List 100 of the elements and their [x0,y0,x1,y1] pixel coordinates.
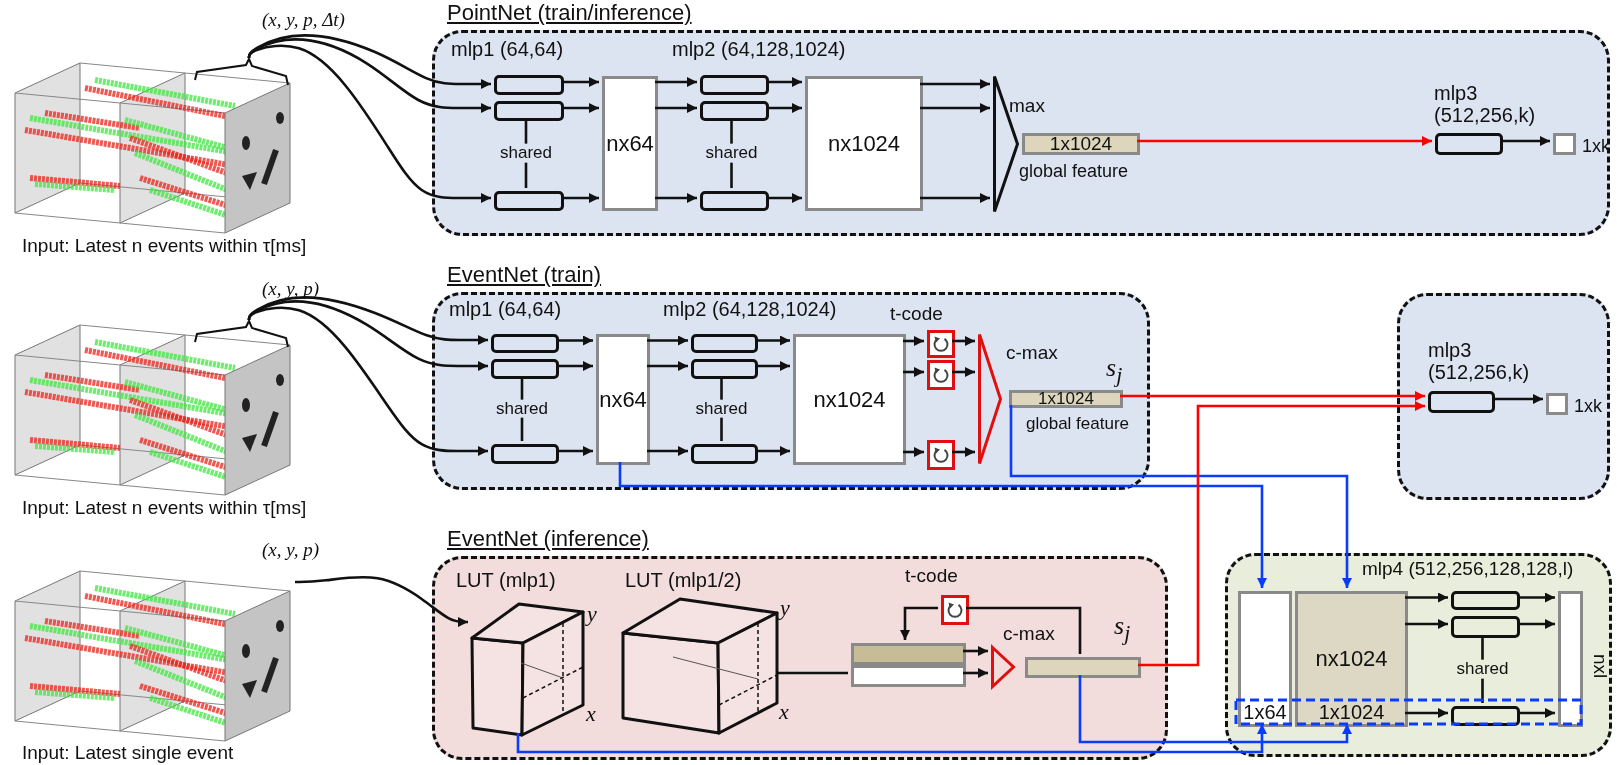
node-caption: c-max [1003,624,1055,645]
arrow [1138,401,1425,667]
box-label: 1x64 [1243,701,1287,723]
annotation-label: (x, y, p) [262,540,319,561]
arrow [903,367,924,377]
section-title: EventNet (train) [447,263,602,288]
annotation-label: mlp2 (64,128,1024) [663,298,837,320]
node-caption: s$_{j}$ [1106,354,1123,388]
arrow [247,296,488,345]
arrow [766,103,802,113]
node-caption: 1xk [1574,397,1602,417]
feature-matrix-box [596,334,650,465]
arrow [655,193,697,203]
network-panel [1225,553,1612,757]
feature-matrix-box [793,334,906,465]
arrow [556,361,593,371]
arrow [766,77,802,87]
mlp-box [1451,616,1520,638]
arrow [755,361,790,371]
box-label: 1x1024 [1038,389,1094,409]
node-caption: Input: Latest single event [22,743,234,764]
mlp-box [700,101,769,121]
annotation-label: mlp4 (512,256,128,128,l) [1362,559,1574,580]
arrow [247,300,488,371]
arrow [655,103,697,113]
edge-label: shared [495,399,549,418]
arrow [1517,592,1555,603]
arrow [952,336,975,346]
node-caption: global feature [1026,415,1130,434]
mlp-box [491,444,559,464]
arrow [247,34,491,89]
arrow [903,336,924,346]
mlp-box [494,75,564,95]
arrow [655,77,697,87]
feature-matrix-box [602,76,658,211]
arrow [755,335,790,346]
arrow [920,103,990,113]
mlp-box [700,75,769,95]
connector-line [966,606,1082,654]
mlp-box [494,101,564,121]
box-label: nx1024 [1315,646,1388,672]
annotation-label: mlp1 (64,64) [449,298,562,320]
arrow [561,77,599,87]
arrow [1517,708,1555,718]
arrow [647,446,688,456]
arrow [618,462,1267,588]
node-caption: LUT (mlp1/2) [625,569,742,591]
arrow [766,193,802,203]
node-caption: global feature [1019,162,1129,182]
box-label: 1x1024 [1318,701,1385,723]
arrow [1517,619,1555,629]
node-caption: c-max [1006,343,1058,364]
arrow [963,668,988,678]
section-title: PointNet (train/inference) [447,1,692,26]
mlp-box [494,191,564,211]
node-caption: mlp3 (512,256,k) [1434,82,1537,126]
box-label: nx64 [599,387,647,412]
annotation-label: t-code [905,566,958,587]
annotation-label: y [587,602,597,627]
node-caption: s$_{j}$ [1114,612,1131,646]
arrow [1009,405,1352,588]
feature-vector-bar [851,643,966,665]
edge-label: shared [704,143,759,163]
node-caption: Input: Latest n events within τ[ms] [22,236,307,257]
box-label: nx1024 [813,387,886,412]
annotation-label: x [779,700,789,725]
annotation-label: mlp1 (64,64) [451,38,564,60]
node-caption: LUT (mlp1) [456,569,556,591]
box-label: 1x1024 [1049,133,1113,155]
arrow [647,335,688,346]
arrow [247,38,491,113]
edge-label: shared [694,399,749,418]
section-title: EventNet (inference) [447,527,649,552]
mlp-box [491,334,559,353]
arrow [561,193,599,203]
arrow [1405,619,1448,629]
node-caption: max [1009,96,1045,117]
arrow [1405,708,1448,718]
edge-label: shared [499,143,553,163]
network-panel [1397,293,1610,500]
arrow [556,446,593,456]
arrow [755,446,790,456]
node-caption: nxl [1589,654,1610,679]
arrow [647,361,688,371]
annotation-label: mlp2 (64,128,1024) [672,38,846,60]
arrow [952,447,975,457]
connector-line [776,671,848,675]
node-caption: mlp3 (512,256,k) [1428,339,1531,383]
arrow [1078,675,1352,744]
box-label: nx1024 [827,131,901,156]
feature-matrix-box [805,76,923,211]
feature-vector-bar [851,665,966,687]
node-caption: Input: Latest n events within τ[ms] [22,498,307,519]
arrow [920,193,990,203]
arrow [516,724,1267,754]
t-code-box [927,360,955,390]
arrow [1137,136,1432,146]
arrow [900,606,938,640]
mlp-box [691,444,758,464]
arrow [952,367,975,377]
